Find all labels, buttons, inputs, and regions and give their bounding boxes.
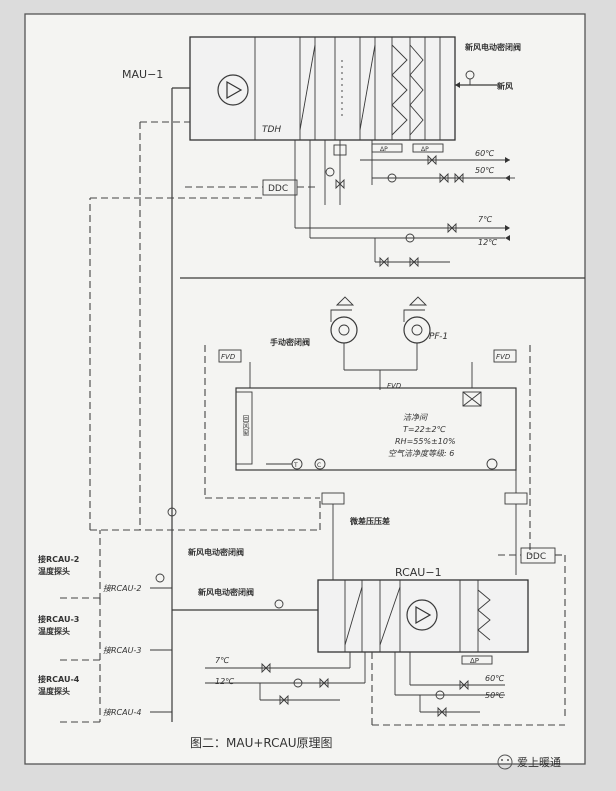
mau-ddc-label: DDC bbox=[268, 184, 288, 194]
mau-temp-12: 12℃ bbox=[478, 238, 498, 247]
room-sensor-c-label: C bbox=[317, 462, 321, 469]
room-rh: RH=55%±10% bbox=[395, 437, 456, 446]
mau-control-valves bbox=[324, 140, 347, 205]
rcau-unit bbox=[317, 579, 529, 653]
room-sensor-c bbox=[314, 458, 326, 470]
mau-temp-60: 60℃ bbox=[475, 149, 495, 158]
mau-dp-right: ΔP bbox=[421, 146, 429, 153]
rcau-fresh-damper1-label: 新风电动密闭阀 bbox=[188, 547, 244, 557]
mau-fresh-air-damper-label: 新风电动密闭阀 bbox=[465, 42, 521, 52]
room-name: 洁净间 bbox=[403, 413, 428, 422]
fvd-center-label: FVD bbox=[387, 382, 402, 390]
watermark-text: 爱上暖通 bbox=[517, 756, 561, 769]
return-air-window bbox=[235, 391, 253, 465]
fvd-left-label: FVD bbox=[221, 353, 236, 361]
to-rcau4: 接RCAU-4 bbox=[103, 708, 141, 717]
rcau-temp-50: 50℃ bbox=[485, 691, 505, 700]
room-temp: T=22±2℃ bbox=[403, 425, 447, 434]
to-rcau3: 接RCAU-3 bbox=[103, 646, 141, 655]
left-rcau2-line1: 接RCAU-2 bbox=[38, 554, 79, 564]
rcau-fresh-damper2-label: 新风电动密闭阀 bbox=[198, 587, 254, 597]
mau-hot-water-pipes bbox=[360, 140, 515, 185]
pf1-label: PF-1 bbox=[429, 332, 448, 342]
rcau-casing bbox=[317, 579, 529, 653]
mau-casing bbox=[189, 36, 456, 141]
rcau-hot-water-pipes bbox=[394, 652, 505, 718]
rcau-chilled-water-pipes bbox=[205, 652, 366, 706]
mau-fresh-air-label: 新风 bbox=[497, 81, 513, 91]
mau-unit bbox=[189, 36, 456, 141]
to-rcau2: 接RCAU-2 bbox=[103, 584, 141, 593]
mau-dp-left: ΔP bbox=[380, 146, 388, 153]
left-rcau3-line2: 温度探头 bbox=[38, 626, 70, 636]
dp-gauge-label: 微差压压差 bbox=[349, 516, 390, 526]
watermark: 爱上暖通 bbox=[497, 754, 561, 770]
left-rcau4-line2: 温度探头 bbox=[38, 686, 70, 696]
room-sensor-t-label: T bbox=[293, 462, 298, 469]
mau-temp-7: 7℃ bbox=[478, 215, 493, 224]
mau-fan-icon bbox=[217, 74, 249, 106]
rcau-dp: ΔP bbox=[470, 657, 479, 665]
manual-damper-label: 手动密闭阀 bbox=[270, 337, 310, 347]
rcau-temp-7: 7℃ bbox=[215, 656, 230, 665]
mau-temp-50: 50℃ bbox=[475, 166, 495, 175]
left-rcau3-line1: 接RCAU-3 bbox=[38, 614, 79, 624]
rcau-temp-60: 60℃ bbox=[485, 674, 505, 683]
fvd-right-label: FVD bbox=[496, 353, 511, 361]
rcau-ddc-label: DDC bbox=[526, 552, 546, 562]
mau-title: MAU−1 bbox=[122, 68, 163, 81]
mau-chilled-water-pipes bbox=[294, 140, 510, 268]
left-rcau2-line2: 温度探头 bbox=[38, 566, 70, 576]
rcau-title: RCAU−1 bbox=[395, 566, 442, 579]
diagram-caption: 图二：MAU+RCAU原理图 bbox=[190, 736, 333, 750]
exhaust-fans bbox=[330, 296, 431, 390]
rcau-fan-icon bbox=[406, 599, 438, 631]
room-class: 空气洁净度等级: 6 bbox=[388, 449, 454, 458]
left-branches bbox=[60, 507, 177, 723]
return-window-label: 回风窗 bbox=[242, 415, 250, 437]
left-rcau4-line1: 接RCAU-4 bbox=[38, 674, 80, 684]
mau-tdh-label: TDH bbox=[262, 125, 281, 135]
rcau-temp-12: 12℃ bbox=[215, 677, 235, 686]
